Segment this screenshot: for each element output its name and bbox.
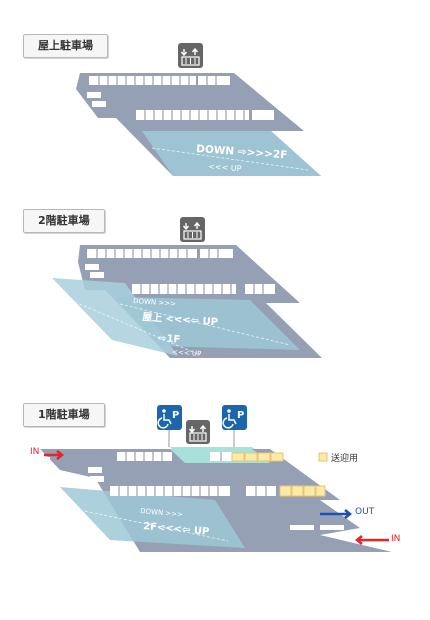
second-ramp-label-next: ⇨1F	[158, 333, 181, 346]
pickup-legend-swatch	[318, 452, 328, 462]
entrance-arrow-right	[354, 535, 389, 545]
first-ramp	[60, 487, 245, 548]
second-stall-row-middle	[132, 284, 275, 294]
roof-stall-row-middle	[136, 110, 274, 120]
elevator-icon	[186, 420, 210, 444]
pickup-legend-label: 送迎用	[331, 452, 358, 464]
roof-stall-left	[87, 92, 106, 107]
pickup-stalls	[279, 485, 326, 497]
exit-label: OUT	[355, 507, 375, 517]
elevator-icon	[178, 43, 203, 68]
second-ramp-label-up: <<< UP	[172, 348, 202, 358]
accessible-parking-icon: P	[157, 405, 182, 430]
roof-stall-row-top	[89, 76, 230, 85]
roof-floor-title: 屋上駐車場	[23, 34, 108, 58]
roof-ramp	[142, 131, 321, 176]
elevator-icon	[180, 217, 205, 242]
first-stall-left	[38, 457, 344, 530]
pickup-stalls	[231, 452, 284, 462]
svg-text:P: P	[237, 410, 244, 421]
second-floor-map: DOWN >>> 屋上 <<<⇦ UP ⇨1F <<< UP	[52, 217, 322, 358]
entrance-arrow-left	[44, 450, 65, 460]
accessible-parking-icon: P	[222, 405, 247, 430]
roof-ramp-label-up: <<< UP	[208, 162, 242, 173]
second-ramp-main	[115, 297, 300, 350]
entrance-label-left: IN	[30, 447, 39, 457]
first-stall-row-middle	[110, 486, 276, 496]
roof-floor-map: DOWN ⇨>>>2F <<< UP	[76, 43, 321, 176]
first-ramp-label-down: DOWN >>>	[140, 507, 184, 519]
exit-arrow	[320, 509, 353, 519]
second-ramp-lower	[52, 278, 178, 356]
second-stall-left	[85, 264, 104, 278]
entrance-label-right: IN	[391, 534, 400, 544]
second-floor-title: 2階駐車場	[23, 209, 105, 233]
second-ramp-label-down: DOWN >>>	[133, 297, 176, 308]
first-floor-title: 1階駐車場	[23, 403, 105, 427]
svg-text:P: P	[172, 410, 179, 421]
